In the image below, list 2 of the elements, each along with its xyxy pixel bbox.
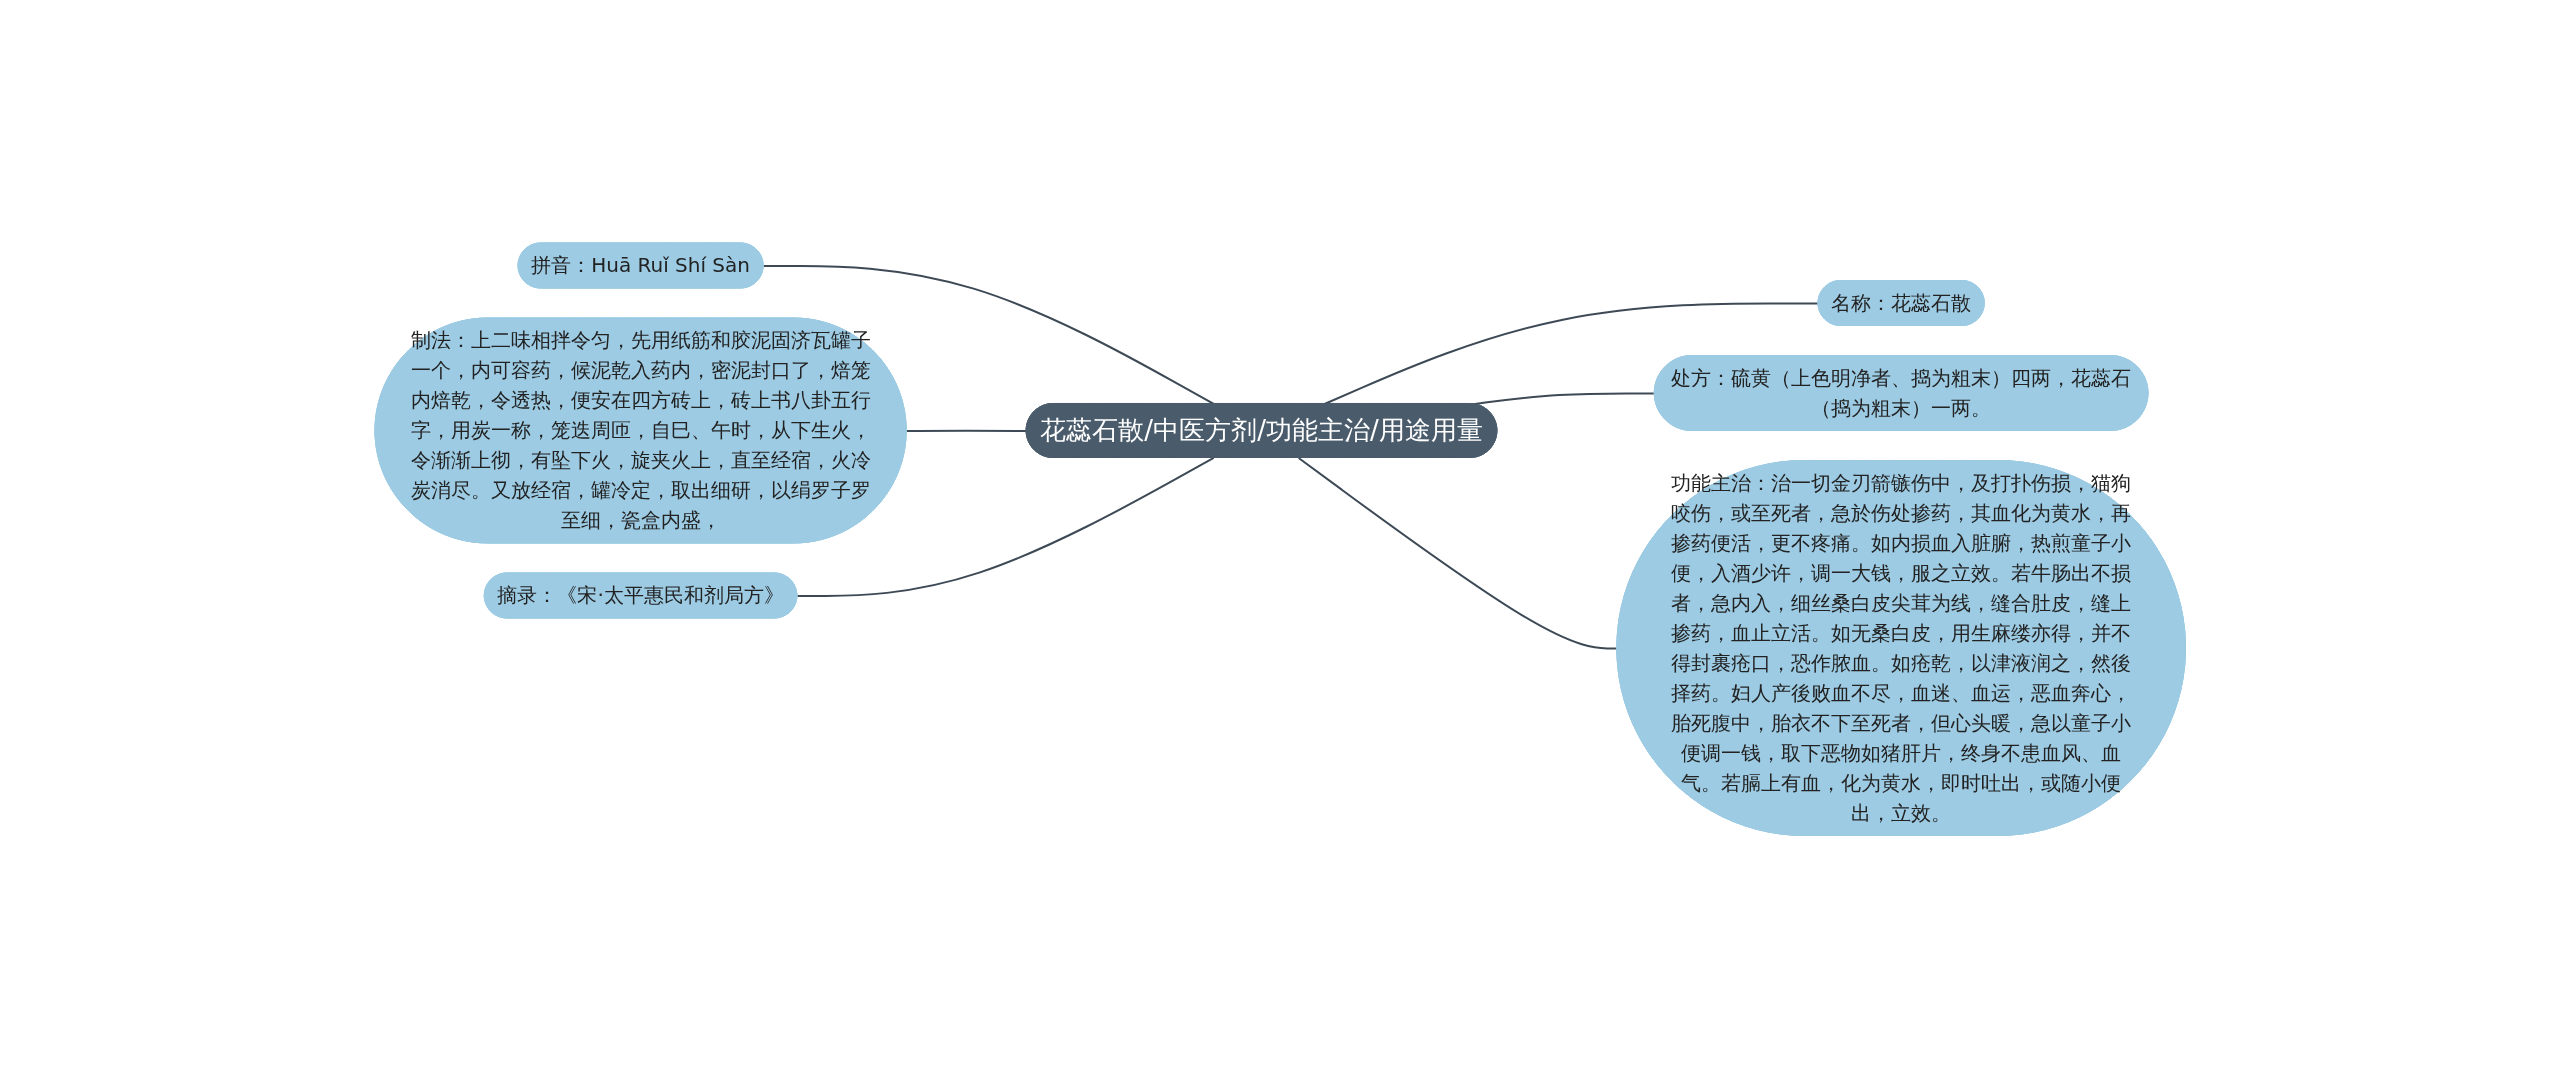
connector [1323,302,1820,406]
connector [796,457,1215,598]
